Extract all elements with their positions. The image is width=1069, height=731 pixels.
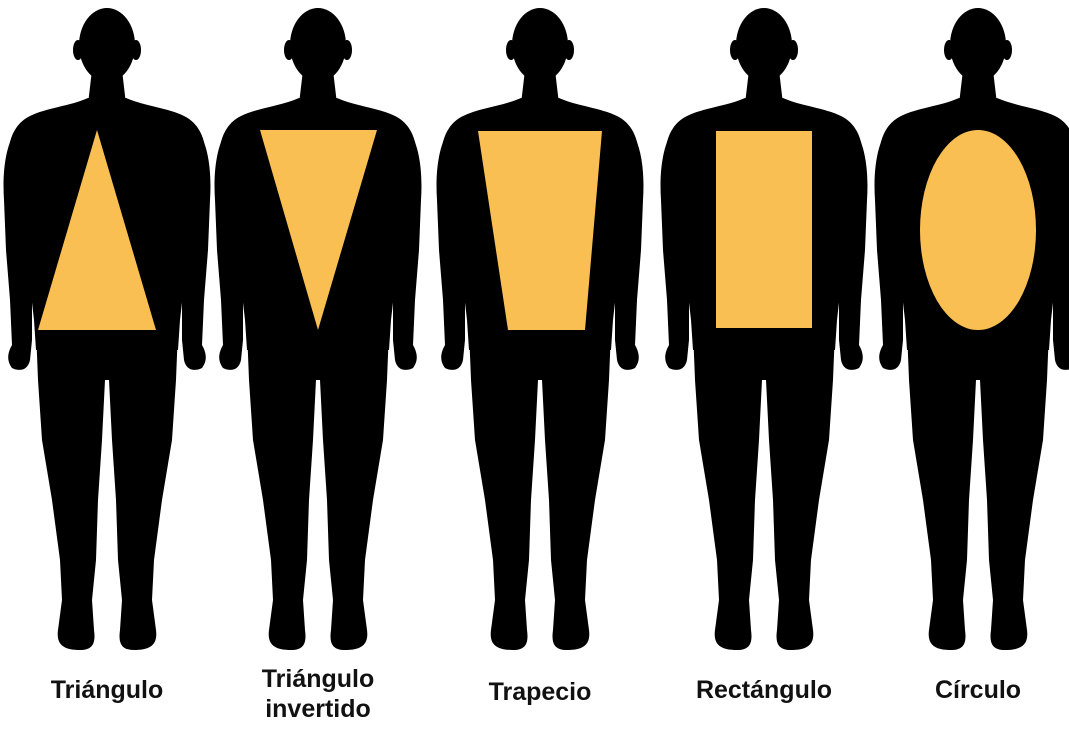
label-rectangle: Rectángulo — [657, 675, 871, 705]
label-triangle: Triángulo — [0, 675, 214, 705]
label-inverted-triangle: Triángulo invertido — [211, 664, 425, 724]
silhouette-triangle — [0, 0, 214, 660]
figure-triangle: Triángulo — [0, 0, 214, 731]
figure-trapezoid: Trapecio — [433, 0, 647, 731]
figure-ellipse: Círculo — [871, 0, 1069, 731]
rectangle-shape — [716, 131, 812, 328]
figure-rectangle: Rectángulo — [657, 0, 871, 731]
label-ellipse: Círculo — [871, 675, 1069, 705]
figure-inverted-triangle: Triángulo invertido — [211, 0, 425, 731]
silhouette-rectangle — [657, 0, 871, 660]
silhouette-trapezoid — [433, 0, 647, 660]
label-trapezoid: Trapecio — [433, 677, 647, 707]
silhouette-inverted-triangle — [211, 0, 425, 660]
ellipse-shape — [920, 130, 1036, 330]
silhouette-ellipse — [871, 0, 1069, 660]
